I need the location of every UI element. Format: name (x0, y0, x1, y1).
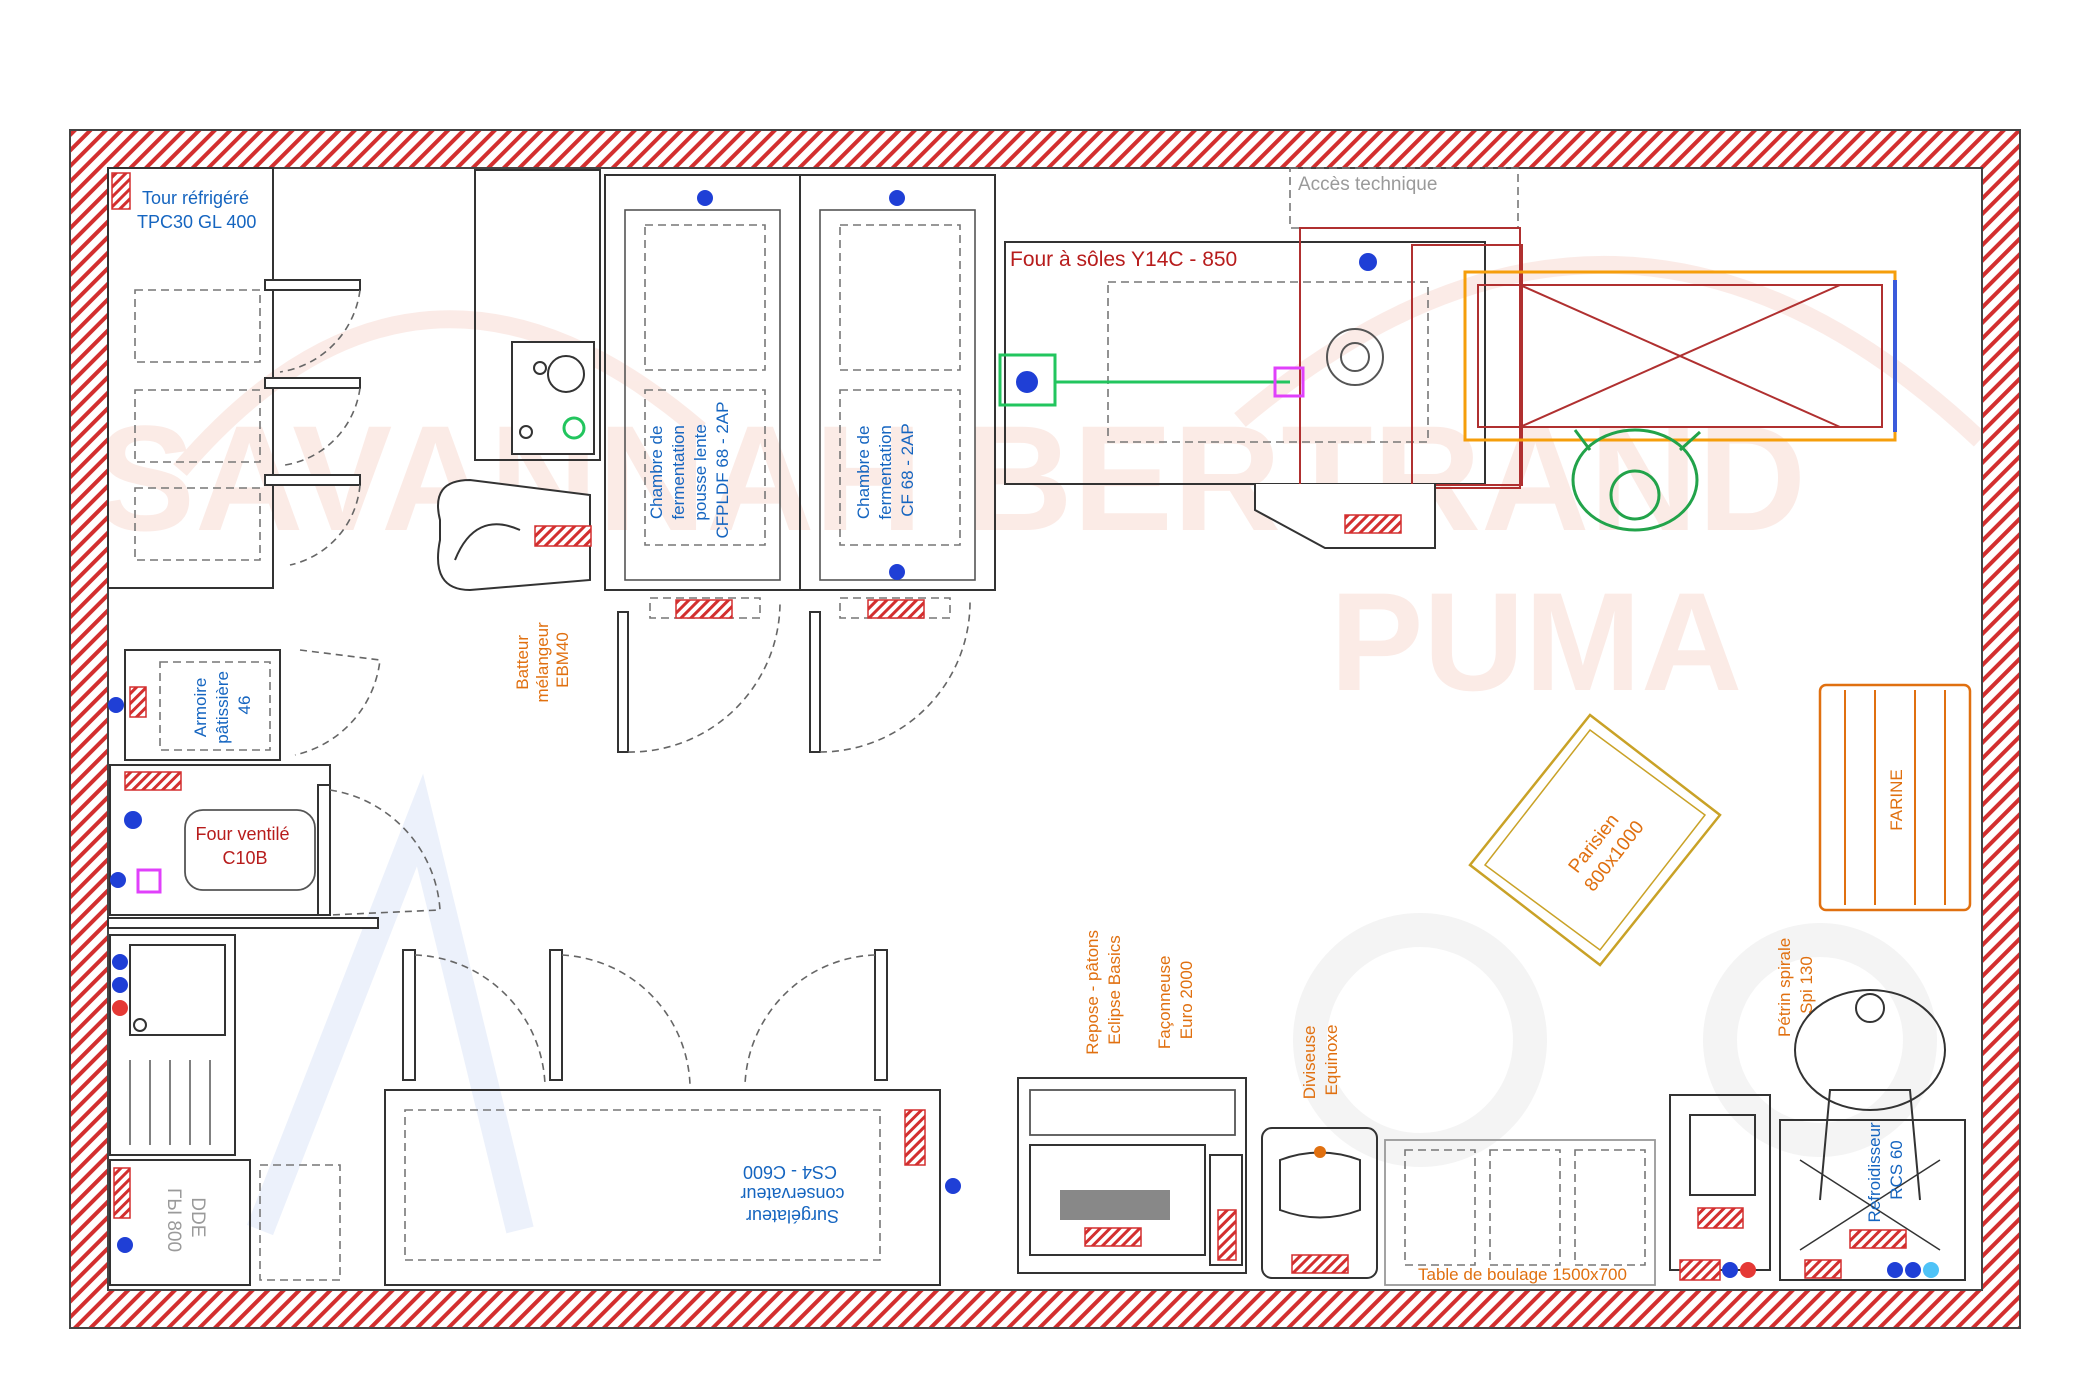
ecrasement-unit (1669, 1094, 1771, 1281)
batteur-melangeur: Batteur mélangeur EBM40 (437, 478, 592, 703)
chambre-2-label: Chambre de fermentation CF 68 - 2AP (854, 420, 917, 519)
parisien-label: Parisien 800x1000 (1562, 802, 1649, 895)
table-de-boulage: Table de boulage 1500x700 (1384, 1139, 1656, 1286)
diviseuse-label: Diviseuse Equinoxe (1300, 1021, 1341, 1099)
armoire-label: Armoire pâtissière 46 (191, 666, 254, 744)
refroidisseur-label: Refroidisseur RCS 60 (1865, 1118, 1906, 1223)
armoire-patissiere: Armoire pâtissière 46 (108, 649, 381, 761)
repose-label: Repose - pâtons Eclipse Basics (1083, 925, 1124, 1054)
plonge-left (109, 934, 236, 1156)
enfourneur-conveyor (1463, 270, 1897, 442)
operator-figure (1571, 428, 1702, 532)
tour-refrigere: Tour réfrigéré TPC30 GL 400 (107, 167, 361, 589)
surgelateur-label: Surgélateur conservateur CS4 - C600 (735, 1162, 844, 1226)
four-soles-label: Four à sôles Y14C - 850 (1010, 248, 1237, 271)
farine-label: FARINE (1887, 769, 1906, 830)
four-ventile-label: Four ventilé C10B (195, 824, 294, 868)
chambre-1-label: Chambre de fermentation pousse lente CFP… (647, 402, 732, 539)
walls (69, 129, 2021, 1329)
surgelateur-conservateur: Surgélateur conservateur CS4 - C600 (384, 949, 961, 1286)
chambre-fermentation-1: Chambre de fermentation pousse lente CFP… (604, 174, 801, 753)
diviseuse: Diviseuse Equinoxe (1261, 1021, 1378, 1279)
dde: DDE ГЫ 800 (109, 1159, 341, 1286)
sink-unit (474, 169, 601, 461)
watermark: SAVANNAH BERTRAND PUMA (95, 255, 1987, 1236)
batteur-label: Batteur mélangeur EBM40 (513, 617, 572, 702)
faconneuse-label: Façonneuse Euro 2000 (1155, 951, 1196, 1049)
four-ventile: Four ventilé C10B (107, 764, 441, 929)
dde-label: DDE ГЫ 800 (163, 1188, 208, 1252)
table-boulage-label: Table de boulage 1500x700 (1418, 1265, 1627, 1284)
acces-technique-label: Accès technique (1298, 174, 1437, 195)
petrin-refroidisseur: Pétrin spirale Spi 130 Refroidisseur RCS… (1775, 933, 1966, 1281)
four-a-soles: Four à sôles Y14C - 850 (998, 227, 1523, 549)
petrin-label: Pétrin spirale Spi 130 (1775, 933, 1816, 1037)
acces-technique: Accès technique (1289, 167, 1519, 229)
watermark-brand-2: PUMA (1330, 563, 1742, 720)
chambre-fermentation-2: Chambre de fermentation CF 68 - 2AP (799, 174, 996, 753)
farine-pallet: FARINE (1818, 683, 1972, 912)
parisien-table: Parisien 800x1000 (1468, 713, 1722, 967)
faconneuse-repose-patons: Repose - pâtons Eclipse Basics Façonneus… (1017, 925, 1247, 1274)
tour-refrigere-label: Tour réfrigéré TPC30 GL 400 (137, 188, 256, 232)
